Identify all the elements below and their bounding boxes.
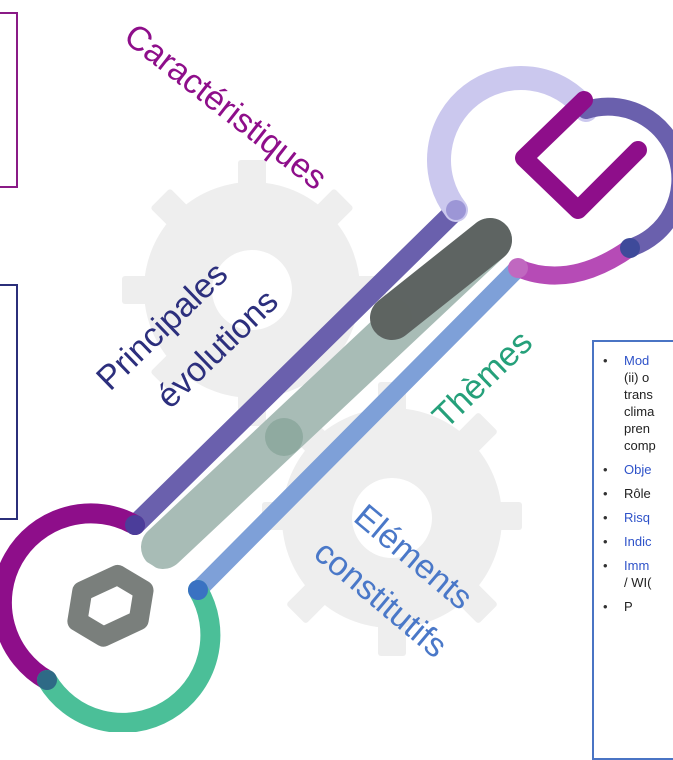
jaw-right-arc bbox=[577, 97, 673, 257]
left-frame-top bbox=[0, 12, 18, 188]
info-item-title: Mod bbox=[624, 353, 650, 368]
info-item-title: P bbox=[624, 599, 633, 614]
info-list: Mod (ii) o trans clima pren compObjeRôleRisqI… bbox=[594, 352, 673, 622]
gear-icon-lower bbox=[262, 382, 522, 656]
info-item-title: Risq bbox=[624, 510, 651, 525]
shaft-left-stripe bbox=[125, 200, 466, 535]
info-list-item: Obje bbox=[594, 461, 673, 478]
info-item-detail-line: (ii) o bbox=[624, 370, 650, 385]
info-list-item: Indic bbox=[594, 533, 673, 550]
info-list-item: P bbox=[594, 598, 673, 615]
shaft-joint-upper bbox=[372, 298, 412, 338]
label-caracteristiques: Caractéristiques bbox=[117, 16, 334, 197]
info-panel: Mod (ii) o trans clima pren compObjeRôleRisqI… bbox=[592, 340, 673, 760]
jaw-lower-arc bbox=[509, 239, 639, 285]
info-item-detail-line: / WI( bbox=[624, 575, 652, 590]
ring-dot-teal bbox=[37, 670, 57, 690]
wrench-diagram: Caractéristiques Principales évolutions … bbox=[0, 16, 673, 732]
shaft-center-dark bbox=[370, 218, 512, 340]
info-item-detail-line: pren bbox=[624, 421, 651, 436]
ring-purple-arc bbox=[0, 503, 145, 690]
info-item-detail-line: clima bbox=[624, 404, 655, 419]
shaft-right-stripe bbox=[189, 259, 527, 599]
info-item-detail-line: trans bbox=[624, 387, 653, 402]
jaw-dot-right bbox=[620, 238, 640, 258]
ring-dot-blue bbox=[188, 580, 208, 600]
info-list-item: Mod (ii) o trans clima pren comp bbox=[594, 352, 673, 454]
jaw-light-arc bbox=[427, 66, 598, 222]
shaft-joint-lower bbox=[265, 418, 303, 456]
jaw-opening bbox=[515, 91, 647, 219]
info-item-title: Rôle bbox=[624, 486, 651, 501]
jaw-dot-lower bbox=[508, 258, 528, 278]
jaw-dot-upper bbox=[446, 200, 466, 220]
info-item-detail-line: comp bbox=[624, 438, 656, 453]
ring-dot-purple bbox=[125, 515, 145, 535]
info-item-title: Imm bbox=[624, 558, 650, 573]
info-list-item: Risq bbox=[594, 509, 673, 526]
left-frame-bottom bbox=[0, 284, 18, 520]
info-item-title: Indic bbox=[624, 534, 652, 549]
hex-nut-icon bbox=[67, 564, 154, 647]
info-list-item: Rôle bbox=[594, 485, 673, 502]
ring-teal-arc bbox=[37, 580, 221, 732]
info-item-title: Obje bbox=[624, 462, 652, 477]
info-list-item: Imm / WI( bbox=[594, 557, 673, 591]
